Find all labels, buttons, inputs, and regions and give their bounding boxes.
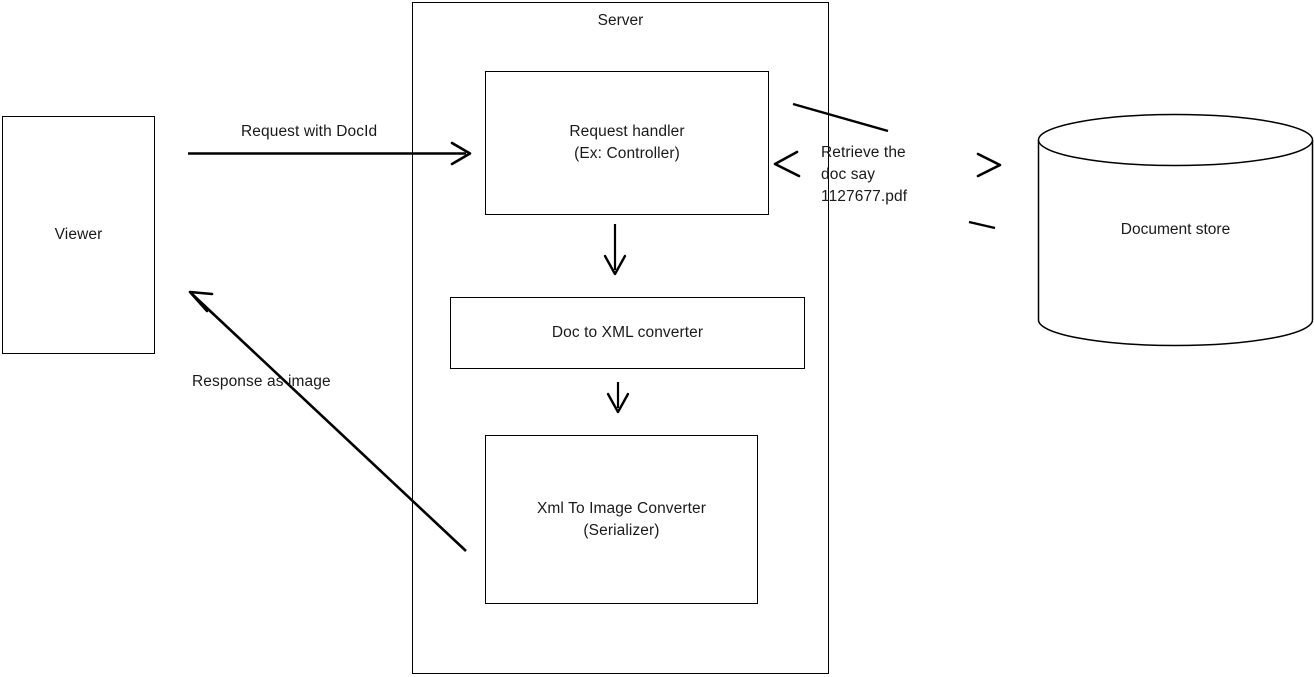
edge-retrieve-to-store-arrowhead: [968, 152, 1002, 230]
node-document-store-label: Document store: [1120, 221, 1231, 238]
node-xml-to-image-converter-label: Xml To Image Converter (Serializer): [536, 499, 707, 539]
node-request-handler-label: Request handler (Ex: Controller): [569, 123, 685, 162]
node-document-store[interactable]: Document store: [1037, 113, 1314, 347]
edge-response-label: Response as image: [192, 373, 331, 390]
node-viewer[interactable]: Viewer: [2, 116, 155, 354]
edge-retrieve-label: Retrieve the doc say 1127677.pdf: [821, 144, 908, 205]
node-request-handler[interactable]: Request handler (Ex: Controller): [485, 71, 769, 215]
cylinder-icon: [1037, 113, 1314, 347]
server-boundary-label: Server: [597, 12, 644, 29]
node-xml-to-image-converter[interactable]: Xml To Image Converter (Serializer): [485, 435, 758, 604]
node-viewer-label: Viewer: [54, 226, 103, 243]
edge-request-label: Request with DocId: [241, 123, 378, 140]
node-doc-to-xml-converter-label: Doc to XML converter: [551, 324, 704, 341]
node-doc-to-xml-converter[interactable]: Doc to XML converter: [450, 297, 805, 369]
